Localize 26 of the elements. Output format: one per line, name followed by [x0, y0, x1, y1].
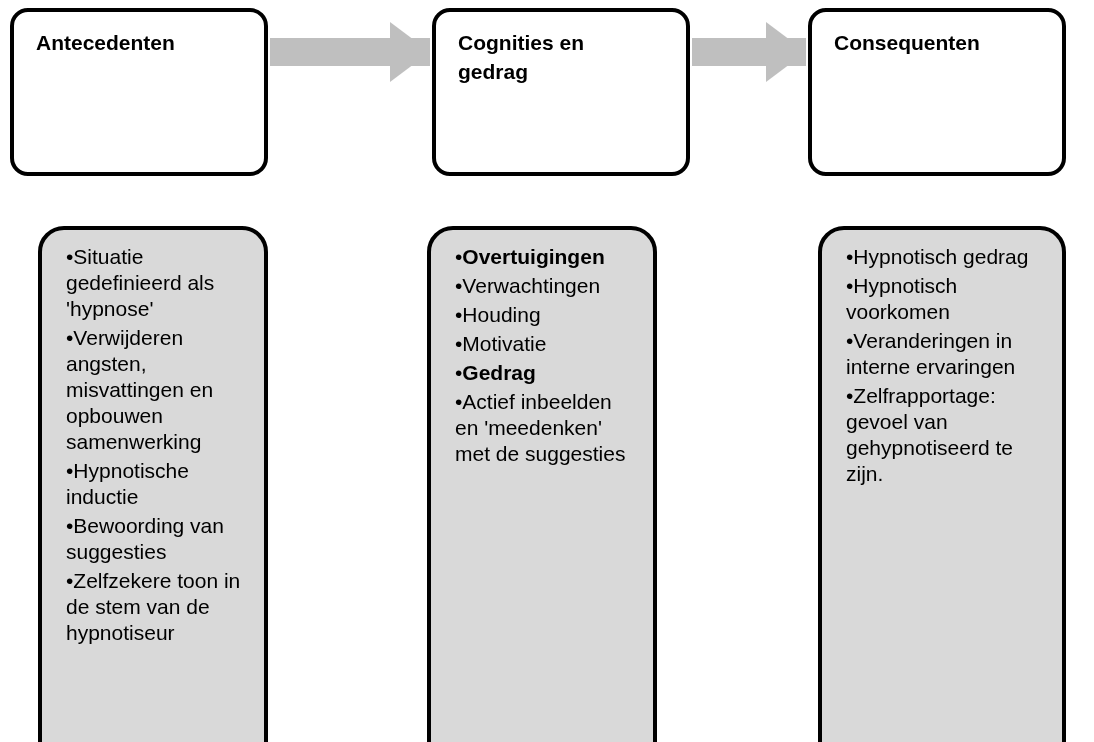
list-panel [427, 226, 657, 742]
list-item: •Veranderingen in interne ervaringen [846, 328, 1017, 380]
stage-box [808, 8, 1066, 176]
block-arrow [692, 22, 806, 82]
list-item: •Motivatie [455, 331, 548, 357]
list-item: •Hypnotische inductie [66, 458, 190, 510]
stage-heading: Antecedenten [36, 30, 176, 56]
list-item: •Zelfrapportage: gevoel van gehypnotiseerd te zijn. [846, 383, 1014, 487]
list-item: •Verwijderen angsten, misvattingen en opbouwen samenwerking [66, 325, 215, 455]
list-item: •Hypnotisch voorkomen [846, 273, 959, 325]
stage-heading: Cognities en gedrag [458, 30, 585, 85]
list-item: •Zelfzekere toon in de stem van de hypnotiseur [66, 568, 242, 646]
list-item: •Verwachtingen [455, 273, 602, 299]
list-item: •Hypnotisch gedrag [846, 244, 1030, 270]
block-arrow [270, 22, 430, 82]
list-item: •Gedrag [455, 360, 537, 386]
stage-heading: Consequenten [834, 30, 981, 56]
list-item: •Actief inbeelden en 'meedenken' met de suggesties [455, 389, 627, 467]
list-panel [818, 226, 1066, 742]
list-panel [38, 226, 268, 742]
list-item: •Bewoording van suggesties [66, 513, 225, 565]
list-item: •Situatie gedefinieerd als 'hypnose' [66, 244, 216, 322]
stage-box [10, 8, 268, 176]
stage-box [432, 8, 690, 176]
list-item: •Houding [455, 302, 542, 328]
list-item: •Overtuigingen [455, 244, 606, 270]
